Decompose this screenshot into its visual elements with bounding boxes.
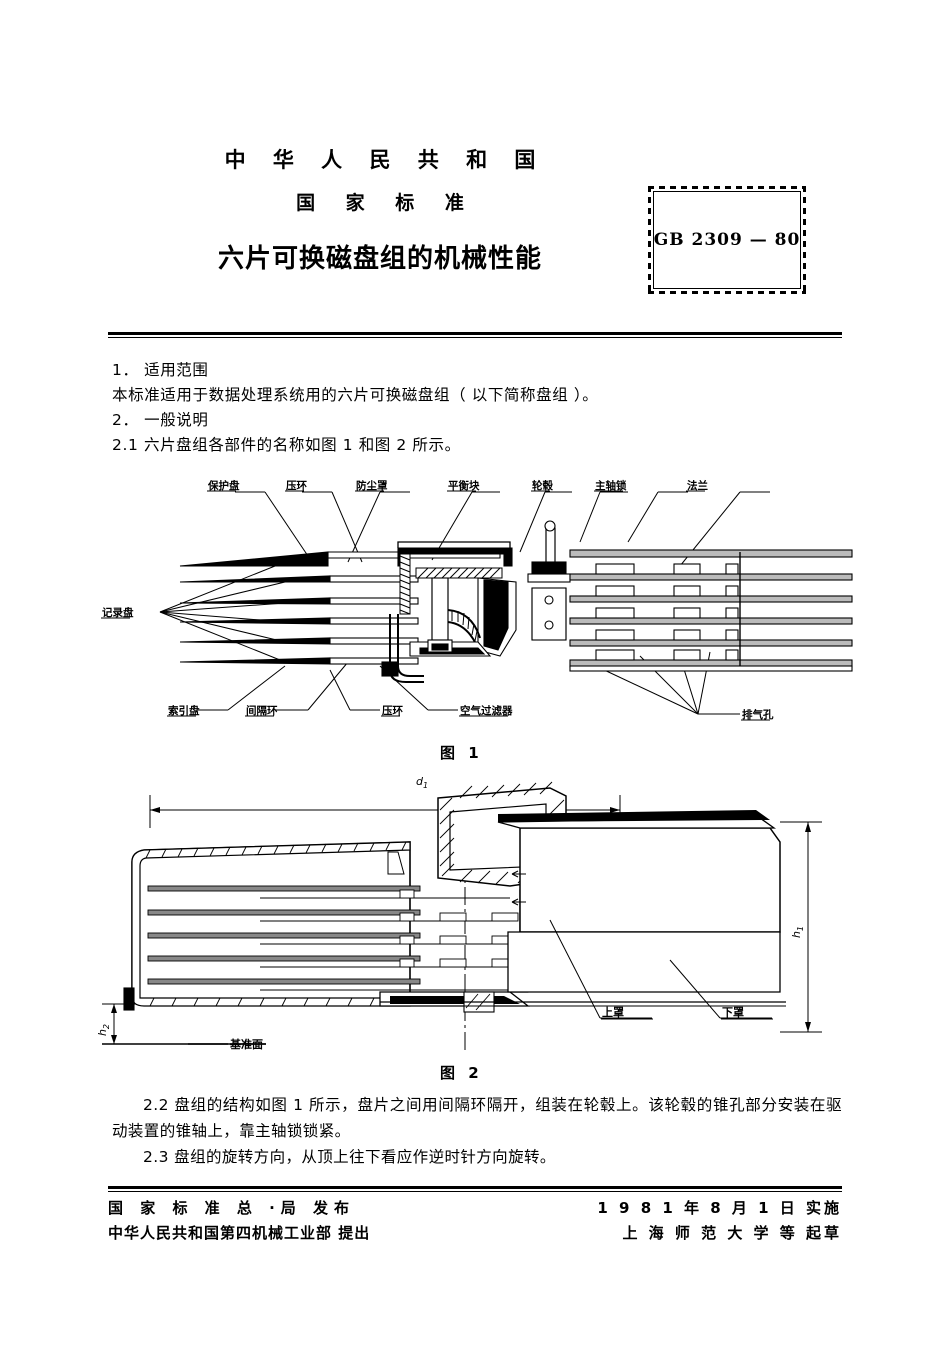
body-text-bottom: 2.2 盘组的结构如图 1 所示，盘片之间用间隔环隔开，组装在轮毂上。该轮毂的锥… <box>112 1092 842 1170</box>
footer-rule-thin <box>108 1191 842 1192</box>
nation-line: 中 华 人 民 共 和 国 <box>224 148 546 172</box>
section-1-text: 本标准适用于数据处理系统用的六片可换磁盘组（ 以下简称盘组 ）。 <box>112 386 599 404</box>
fig2-dim-h2: h2 <box>96 1024 111 1036</box>
figure-2-caption: 图 2 <box>440 1064 483 1082</box>
fig1-label-dust-cover: 防尘罩 <box>356 479 388 492</box>
fig2-label-upper-cover: 上罩 <box>602 1005 624 1019</box>
figure-1-drawing: 保护盘 压环 防尘罩 平衡块 轮毂 主轴锁 法兰 记录盘 索引盘 间隔环 压环 … <box>101 479 853 721</box>
fig2-label-datum-plane: 基准面 <box>229 1037 263 1051</box>
section-2-heading: 2． 一般说明 <box>112 411 209 429</box>
standard-word-line: 国 家 标 准 <box>296 192 476 214</box>
footer-drafter: 上 海 师 范 大 学 等 起草 <box>622 1224 842 1242</box>
page-title: 六片可换磁盘组的机械性能 <box>217 244 542 274</box>
fig1-label-spindle-lock: 主轴锁 <box>595 479 627 492</box>
fig1-label-protective-plate: 保护盘 <box>207 479 240 492</box>
header-rule-thick <box>108 332 842 335</box>
standard-number: GB 2309 — 80 <box>653 230 801 250</box>
standard-number-box: GB 2309 — 80 <box>648 186 806 294</box>
fig1-label-exhaust-hole: 排气孔 <box>742 708 774 721</box>
footer-rule-thick <box>108 1186 842 1189</box>
figure-1-caption: 图 1 <box>440 744 483 762</box>
footer-effective-date: 1 9 8 1 年 8 月 1 日 实施 <box>597 1199 842 1217</box>
footer: 国 家 标 准 总 ·局 发布 1 9 8 1 年 8 月 1 日 实施 中华人… <box>108 1196 842 1246</box>
header-rule-thin <box>108 337 842 338</box>
fig1-label-spacer-ring: 间隔环 <box>246 704 278 717</box>
fig1-label-flange: 法兰 <box>687 479 708 492</box>
standard-number-inner-border <box>653 191 801 289</box>
ticked-border <box>648 186 806 294</box>
figure-2-drawing: d1 h1 h2 基准面 上罩 下罩 <box>96 775 822 1052</box>
section-2-3-text: 2.3 盘组的旋转方向，从顶上往下看应作逆时针方向旋转。 <box>143 1148 556 1166</box>
masthead: 中 华 人 民 共 和 国 国 家 标 准 六片可换磁盘组的机械性能 <box>0 148 950 274</box>
fig2-dim-h1: h1 <box>790 926 805 938</box>
fig1-label-index-disk: 索引盘 <box>168 704 200 717</box>
section-2-1-text: 2.1 六片盘组各部件的名称如图 1 和图 2 所示。 <box>112 436 461 454</box>
fig2-dim-d1: d1 <box>416 775 428 790</box>
body-text-top: 1． 适用范围 本标准适用于数据处理系统用的六片可换磁盘组（ 以下简称盘组 ）。… <box>112 358 842 458</box>
fig1-label-balance-weight: 平衡块 <box>448 479 480 492</box>
fig1-label-hub: 轮毂 <box>532 479 553 492</box>
footer-proposer: 中华人民共和国第四机械工业部 提出 <box>108 1224 371 1242</box>
section-1-heading: 1． 适用范围 <box>112 361 209 379</box>
section-2-2-text: 2.2 盘组的结构如图 1 所示，盘片之间用间隔环隔开，组装在轮毂上。该轮毂的锥… <box>112 1096 842 1140</box>
fig2-label-lower-cover: 下罩 <box>722 1006 744 1019</box>
fig1-label-air-filter: 空气过滤器 <box>460 704 513 717</box>
fig1-label-pressure-ring-bottom: 压环 <box>382 705 403 717</box>
fig1-label-pressure-ring-top: 压环 <box>286 480 307 492</box>
footer-issuer: 国 家 标 准 总 ·局 发布 <box>108 1199 356 1217</box>
fig1-label-record-disk: 记录盘 <box>102 606 134 619</box>
